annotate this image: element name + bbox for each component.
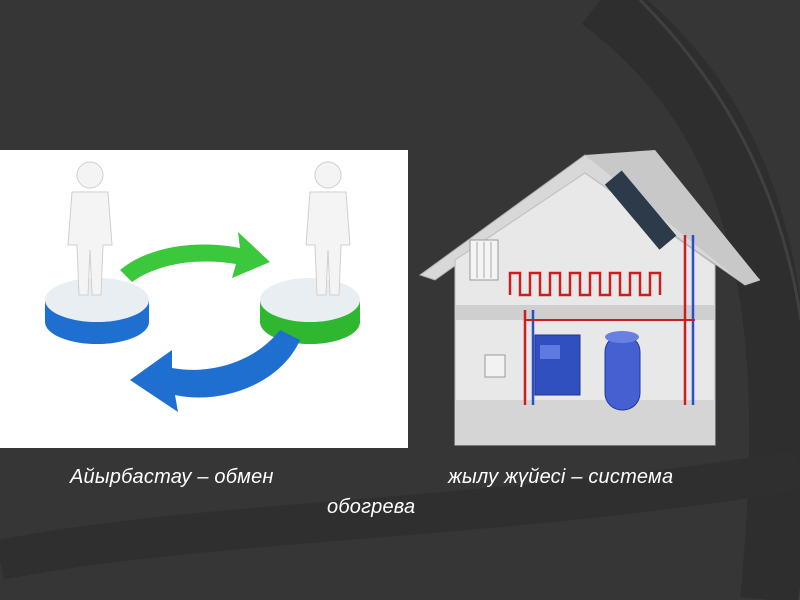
solar-panel-icon: [604, 170, 677, 250]
blue-arrow-icon: [130, 330, 300, 412]
person-icon: [305, 161, 351, 296]
caption-heating-line2: обогрева: [327, 496, 416, 518]
caption-heating-line1: жылу жүйесі – система: [448, 466, 674, 488]
water-tank-icon: [604, 331, 641, 411]
radiator-icon: [469, 239, 499, 281]
heating-system-image: [415, 145, 760, 455]
boiler-icon: [534, 334, 581, 396]
exchange-image: [0, 150, 408, 448]
green-arrow-icon: [120, 232, 270, 282]
green-pedestal: [260, 278, 360, 344]
blue-pedestal: [45, 278, 149, 344]
floor-heating-pipes-icon: [508, 271, 662, 297]
person-icon: [67, 161, 113, 296]
caption-exchange: Айырбастау – обмен: [70, 466, 274, 488]
